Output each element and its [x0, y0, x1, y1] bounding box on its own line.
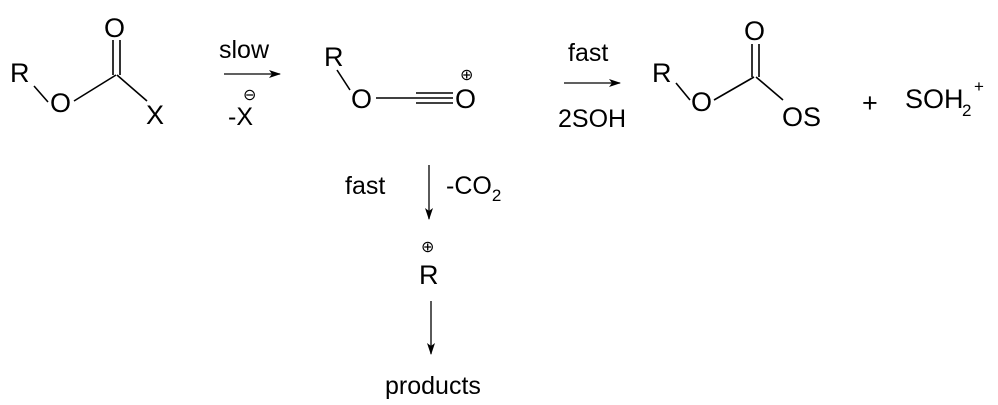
step1-label-minus-x: -X [228, 103, 253, 131]
intermediate-charge-plus: ⊕ [460, 67, 473, 84]
step1-arrow-group: slow ⊖ -X [219, 36, 281, 131]
step3-co2-subscript: 2 [492, 186, 501, 205]
bond-int-r-o [336, 69, 351, 91]
products-label: products [385, 372, 481, 400]
cation-r-label: R [419, 260, 439, 290]
bond-prod-r-o [675, 82, 691, 101]
byproduct-base: SOH [905, 84, 964, 114]
intermediate-structure: R O O ⊕ [324, 42, 476, 114]
step2-label-fast: fast [568, 39, 608, 67]
byproduct-superscript: + [974, 77, 984, 96]
step2-label-2soh: 2SOH [558, 105, 626, 133]
reactant-o-carbonyl-label: O [104, 13, 125, 43]
product-structure: R O O OS [652, 16, 821, 132]
plus-sign: + [862, 88, 878, 118]
byproduct-soh2-plus: SOH 2 + [905, 77, 984, 120]
step3-label-minus-co2: -CO2 [446, 172, 501, 205]
product-r-label: R [652, 58, 672, 88]
bond-prod-c-os [755, 76, 784, 101]
step2-arrow-group: fast 2SOH [558, 39, 626, 133]
cation-charge-plus: ⊕ [421, 239, 434, 256]
intermediate-r-label: R [324, 42, 344, 72]
cation-structure: ⊕ R [419, 239, 439, 290]
product-o-carbonyl-label: O [744, 16, 765, 46]
byproduct-subscript: 2 [962, 101, 971, 120]
product-os-label: OS [782, 102, 821, 132]
bond-r-o [33, 85, 49, 103]
step1-charge-minus: ⊖ [243, 87, 256, 104]
reactant-x-label: X [146, 100, 164, 130]
intermediate-o-acylium-label: O [455, 84, 476, 114]
bond-o-c [73, 74, 117, 102]
reactant-o-ester-label: O [50, 88, 71, 118]
bond-prod-o-c [713, 76, 755, 101]
product-o-ester-label: O [691, 87, 712, 117]
reactant-structure: R O O X [10, 13, 164, 130]
step3-minus-co: -CO [446, 172, 492, 200]
step3-arrow-group: fast -CO2 [345, 165, 501, 220]
bond-c-x [116, 74, 148, 102]
step3-label-fast: fast [345, 172, 385, 200]
intermediate-o-ether-label: O [351, 84, 372, 114]
reactant-r-label: R [10, 58, 30, 88]
step1-label-slow: slow [219, 36, 270, 64]
